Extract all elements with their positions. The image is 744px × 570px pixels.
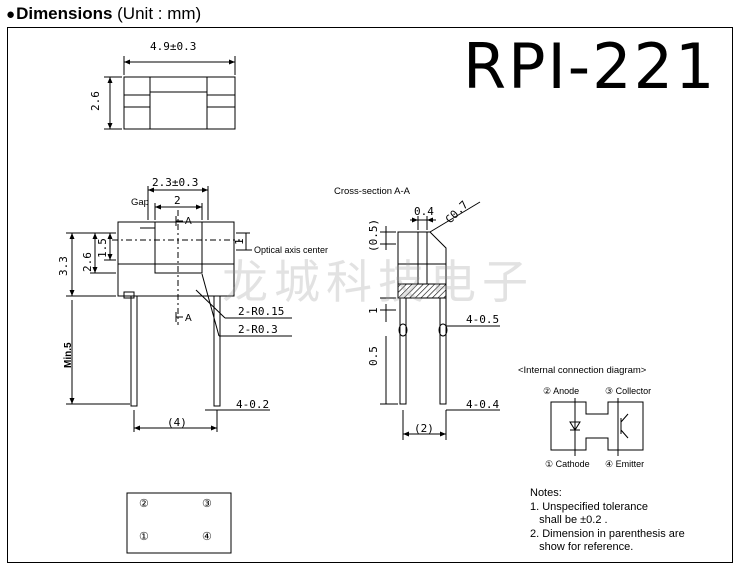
lead-pitch-label: (4) <box>167 416 187 429</box>
radius2-label: 2-R0.3 <box>238 323 278 336</box>
connection-diagram <box>550 398 644 456</box>
lead-length-label: Min.5 <box>63 342 74 368</box>
bullet-icon: ● <box>6 6 16 23</box>
heading-unit: (Unit : mm) <box>112 4 202 23</box>
cs-dim-1: 1 <box>367 307 380 314</box>
notes-line1: 1. Unspecified tolerance <box>530 500 649 513</box>
drawing-frame <box>7 27 733 563</box>
section-mark-top: A <box>185 216 192 227</box>
notes-line4: show for reference. <box>530 541 634 553</box>
axis-dim: 1 <box>233 238 246 245</box>
emitter-label: ④ Emitter <box>605 459 644 469</box>
gap-inner-dim: 2 <box>174 194 181 207</box>
radius1-label: 2-R0.15 <box>238 305 284 318</box>
bottom-pin4: ④ <box>202 531 212 543</box>
anode-label: ② Anode <box>543 386 579 396</box>
lead-width-label: 4-0.2 <box>236 398 269 411</box>
model-number: RPI-221 <box>463 30 717 103</box>
front-height-dim: 3.3 <box>57 256 70 276</box>
front-height2-dim: 2.6 <box>81 252 94 272</box>
bottom-pin1: ① <box>139 531 149 543</box>
cs-lead-dim-1: 4-0.5 <box>466 313 499 326</box>
cs-pitch-dim: (2) <box>414 422 434 435</box>
cathode-label: ① Cathode <box>545 459 590 469</box>
notes-line2: shall be ±0.2 . <box>530 514 608 526</box>
bottom-view-body <box>126 492 232 554</box>
section-heading: ●Dimensions (Unit : mm) <box>6 4 201 24</box>
front-height3-dim: 1.5 <box>96 238 109 258</box>
top-width-dim: 4.9±0.3 <box>150 40 196 53</box>
gap-label: Gap <box>131 197 149 208</box>
bottom-pin2: ② <box>139 498 149 510</box>
cs-dim-05: 0.5 <box>367 346 380 366</box>
cs-top-height-dim: (0.5) <box>367 219 380 252</box>
watermark: 龙城科技电子 <box>222 255 534 309</box>
top-view-body <box>123 76 236 130</box>
front-view-body <box>112 210 240 407</box>
cs-top-width-dim: 0.4 <box>414 205 434 218</box>
cross-section-body <box>397 231 448 405</box>
top-height-dim: 2.6 <box>89 91 102 111</box>
bottom-pin3: ③ <box>202 498 212 510</box>
notes-line3: 2. Dimension in parenthesis are <box>530 527 685 540</box>
collector-label: ③ Collector <box>605 386 651 396</box>
gap-width-dim: 2.3±0.3 <box>152 176 198 189</box>
cs-lead-dim-2: 4-0.4 <box>466 398 499 411</box>
notes-block: Notes: 1. Unspecified tolerance shall be… <box>530 487 685 555</box>
section-mark-bottom: A <box>185 313 192 324</box>
optical-axis-label: Optical axis center <box>254 245 328 255</box>
connection-title: <Internal connection diagram> <box>518 365 647 376</box>
cross-section-title: Cross-section A-A <box>334 186 411 197</box>
notes-title: Notes: <box>530 487 562 499</box>
heading-title: Dimensions <box>16 4 113 23</box>
chamfer-label: C0.7 <box>443 198 471 226</box>
